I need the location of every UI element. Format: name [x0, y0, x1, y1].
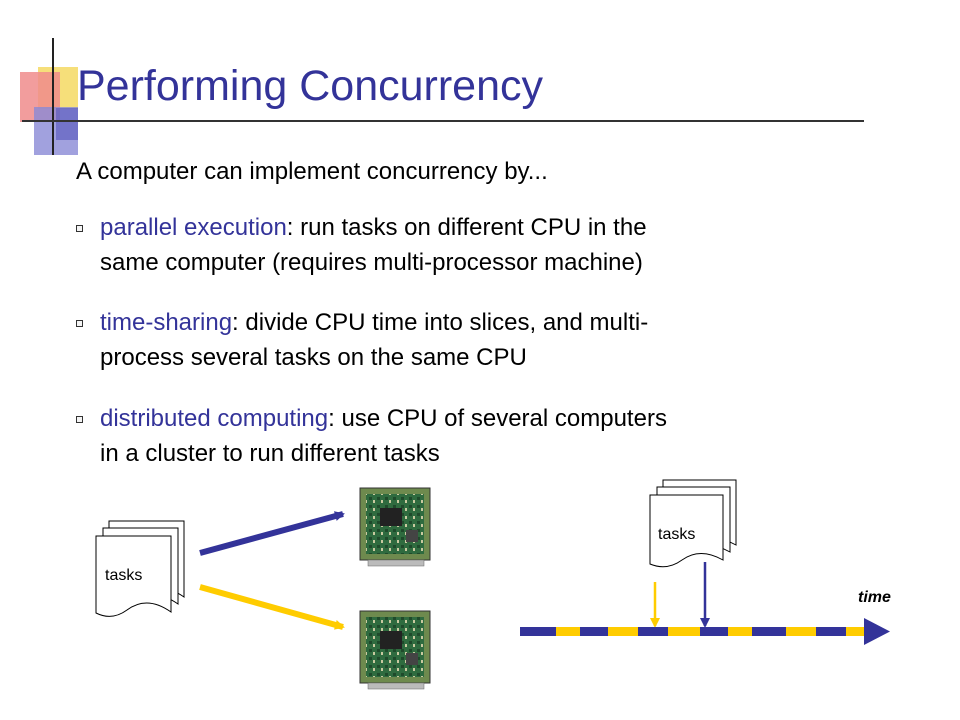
bullet-square-icon [76, 225, 83, 232]
bullet-distributed-computing: distributed computing: use CPU of severa… [76, 401, 876, 471]
task-stack-right-label: tasks [658, 526, 695, 543]
bullet-term: parallel execution [100, 214, 287, 241]
task-stack-left-icon [95, 520, 185, 617]
task-stack-right-icon [649, 479, 737, 568]
bullet-text: : use CPU of several computers [328, 405, 667, 432]
slide-title: Performing Concurrency [77, 62, 544, 110]
bullet-square-icon [76, 416, 83, 423]
bullet-text: : divide CPU time into slices, and multi… [232, 309, 649, 336]
bullet-term: distributed computing [100, 405, 329, 432]
bullet-term: time-sharing [100, 309, 233, 336]
title-divider [22, 120, 864, 122]
time-label: time [858, 589, 891, 606]
intro-text: A computer can implement concurrency by.… [76, 158, 548, 185]
bullet-time-sharing: time-sharing: divide CPU time into slice… [76, 305, 876, 375]
circuit-board-icon [359, 610, 431, 690]
task-stack-left-label: tasks [105, 567, 142, 584]
bullet-text-line2: in a cluster to run different tasks [100, 440, 440, 467]
arrow-to-cpu-1 [199, 511, 345, 556]
timeline-bar [520, 618, 890, 645]
bullet-text-line2: process several tasks on the same CPU [100, 344, 527, 371]
arrow-to-cpu-2 [199, 584, 345, 630]
bullet-parallel-execution: parallel execution: run tasks on differe… [76, 210, 876, 280]
bullet-text-line2: same computer (requires multi-processor … [100, 249, 643, 276]
corner-decoration-icon [20, 38, 78, 155]
bullet-square-icon [76, 320, 83, 327]
bullet-text: : run tasks on different CPU in the [286, 214, 647, 241]
circuit-board-icon [359, 487, 431, 567]
